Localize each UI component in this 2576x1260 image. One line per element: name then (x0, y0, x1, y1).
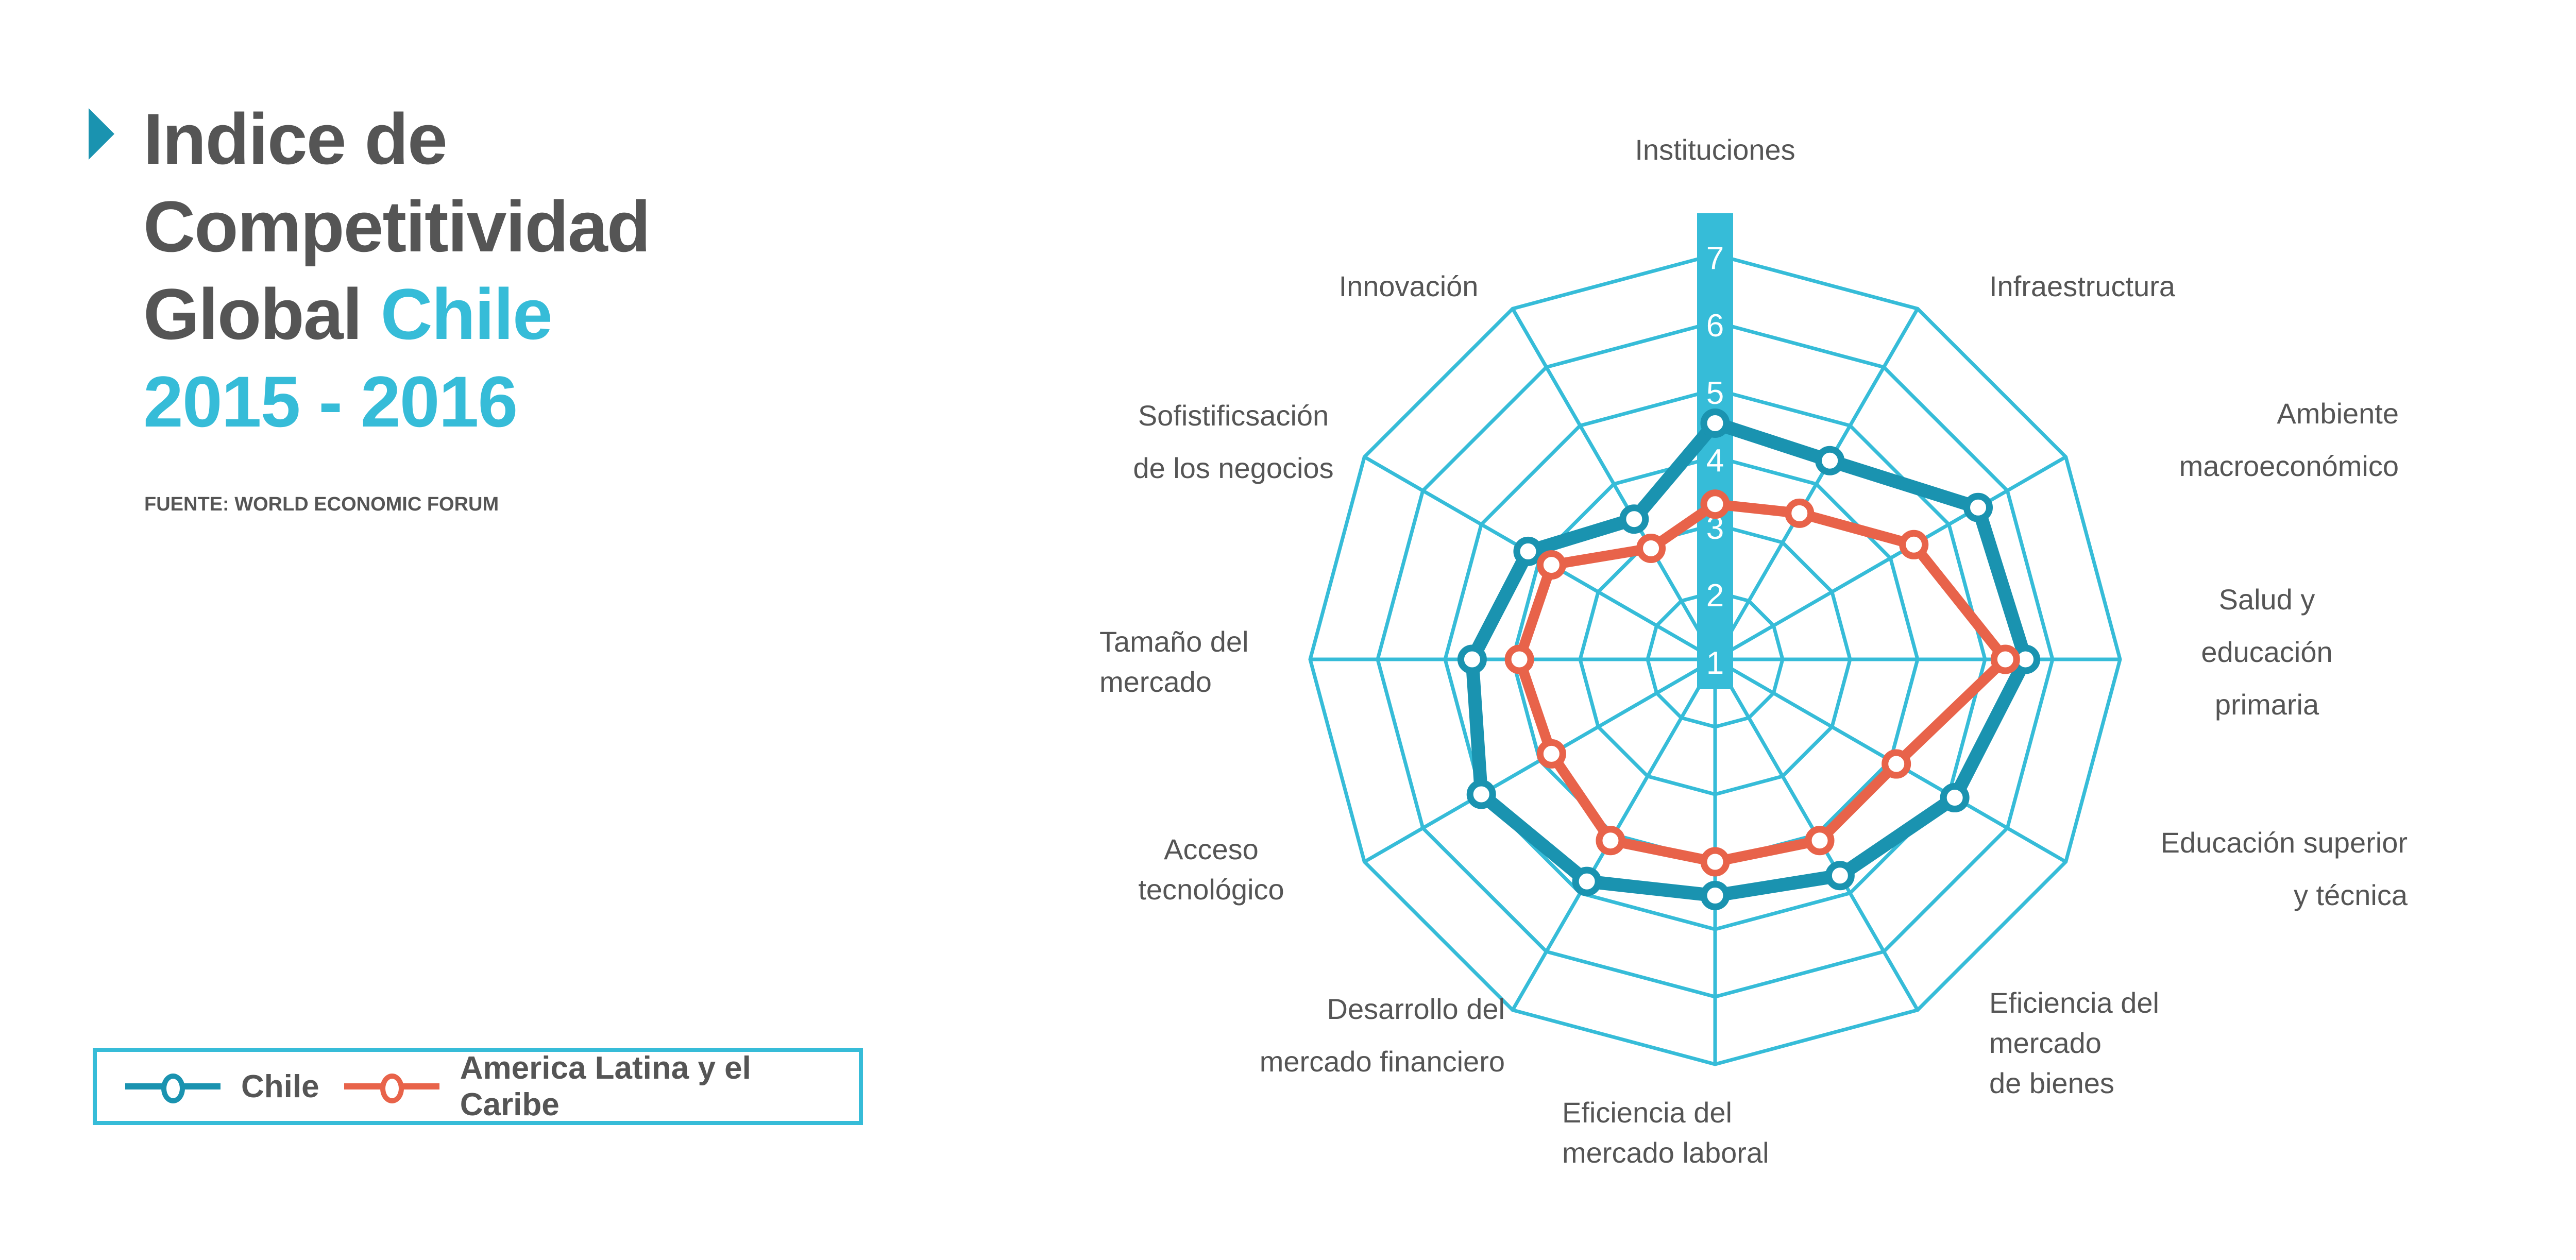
tick-label: 7 (1706, 241, 1724, 276)
category-label-line: educación (2201, 636, 2333, 668)
series-chile (1457, 408, 2041, 910)
grid-spoke (1713, 308, 1920, 660)
tick-label: 1 (1706, 645, 1724, 681)
category-label-line: Innovación (1338, 270, 1479, 302)
category-label-line: Ambiente (2277, 397, 2399, 430)
title-country: Chile (380, 274, 553, 354)
title-global: Global (143, 274, 363, 354)
category-label-line: Desarrollo del (1327, 993, 1505, 1025)
category-label-line: primaria (2214, 688, 2319, 721)
data-point[interactable] (1596, 826, 1625, 856)
category-label: Eficiencia del mercado de bienes (1989, 983, 2159, 1103)
data-point[interactable] (1940, 783, 1970, 813)
source-note: FUENTE: WORLD ECONOMIC FORUM (144, 493, 499, 515)
category-label-line: Eficiencia del (1989, 986, 2159, 1019)
data-point[interactable] (1990, 644, 2020, 674)
title-line-2: Competitividad (143, 186, 651, 267)
data-point[interactable] (1815, 446, 1845, 475)
category-label-line: Instituciones (1635, 133, 1795, 166)
category-label: Tamaño del mercado (1099, 622, 1249, 702)
data-point[interactable] (1825, 861, 1855, 891)
data-point[interactable] (1504, 644, 1534, 674)
category-label-line: Eficiencia del (1562, 1096, 1732, 1129)
page-title: Indice de Competitividad Global Chile 20… (143, 95, 651, 446)
legend-label-latam: America Latina y el Caribe (460, 1050, 751, 1122)
data-point[interactable] (1700, 489, 1730, 519)
tick-label: 2 (1706, 578, 1724, 614)
legend-item-latam[interactable]: America Latina y el Caribe (344, 1050, 859, 1122)
legend-marker-chile (125, 1071, 221, 1103)
category-label-line: Sofistificsación (1138, 399, 1329, 432)
data-point[interactable] (1536, 550, 1566, 580)
data-point[interactable] (1700, 847, 1730, 877)
category-label: Desarrollo del mercado financiero (1260, 983, 1505, 1088)
legend-marker-latam (344, 1071, 439, 1103)
data-point[interactable] (1785, 498, 1815, 528)
grid-spoke (1714, 455, 2067, 661)
category-label: Instituciones (1635, 124, 1795, 176)
category-label-line: Educación superior (2160, 826, 2408, 859)
title-arrow-icon (89, 108, 114, 160)
grid-spoke (1511, 308, 1717, 660)
category-label: Acceso tecnológico (1138, 829, 1284, 910)
category-label: Sofistificsación de los negocios (1133, 389, 1333, 495)
category-label-line: Tamaño del (1099, 625, 1249, 658)
data-point[interactable] (1899, 530, 1929, 559)
data-point[interactable] (1963, 492, 1993, 522)
data-point[interactable] (1457, 644, 1487, 674)
title-line-3: Global Chile (143, 270, 650, 358)
category-label: Innovación (1339, 260, 1479, 313)
category-label-line: Acceso (1164, 833, 1259, 865)
series-layer (1457, 408, 2041, 910)
title-years: 2015 - 2016 (143, 361, 518, 442)
legend-label-chile: Chile (241, 1068, 319, 1104)
data-point[interactable] (1700, 408, 1730, 438)
data-point[interactable] (1805, 826, 1835, 856)
title-line-1: Indice de (143, 98, 448, 179)
category-label: Infraestructura (1989, 260, 2175, 313)
category-label-line: de bienes (1989, 1067, 2114, 1099)
category-label-line: mercado laboral (1562, 1136, 1769, 1169)
category-label-line: mercado (1099, 666, 1212, 698)
category-label: Ambiente macroeconómico (2179, 387, 2399, 492)
data-point[interactable] (1572, 866, 1602, 896)
category-label-line: macroeconómico (2179, 450, 2399, 482)
tick-label: 5 (1706, 376, 1724, 411)
category-label-line: y técnica (2294, 879, 2408, 911)
category-label-line: de los negocios (1133, 452, 1334, 484)
data-point[interactable] (1636, 533, 1666, 563)
category-label-line: Infraestructura (1989, 270, 2176, 302)
axis-band (1697, 213, 1733, 689)
data-point[interactable] (1882, 749, 1911, 779)
data-point[interactable] (1513, 536, 1543, 566)
category-label-line: mercado financiero (1259, 1045, 1505, 1078)
series-latam (1504, 489, 2020, 877)
data-point[interactable] (1536, 739, 1566, 769)
category-label: Eficiencia del mercado laboral (1562, 1093, 1769, 1173)
legend-item-chile[interactable]: Chile (125, 1052, 319, 1121)
category-label: Salud y educación primaria (2201, 573, 2332, 731)
data-point[interactable] (1700, 881, 1730, 910)
legend: Chile America Latina y el Caribe (93, 1048, 863, 1125)
category-label-line: tecnológico (1138, 873, 1284, 906)
category-label: Educación superior y técnica (2161, 816, 2408, 922)
category-label-line: mercado (1989, 1027, 2102, 1059)
data-point[interactable] (1466, 779, 1496, 809)
data-point[interactable] (1619, 504, 1649, 534)
tick-label: 4 (1706, 443, 1724, 479)
tick-label: 6 (1706, 308, 1724, 344)
category-label-line: Salud y (2218, 583, 2315, 616)
